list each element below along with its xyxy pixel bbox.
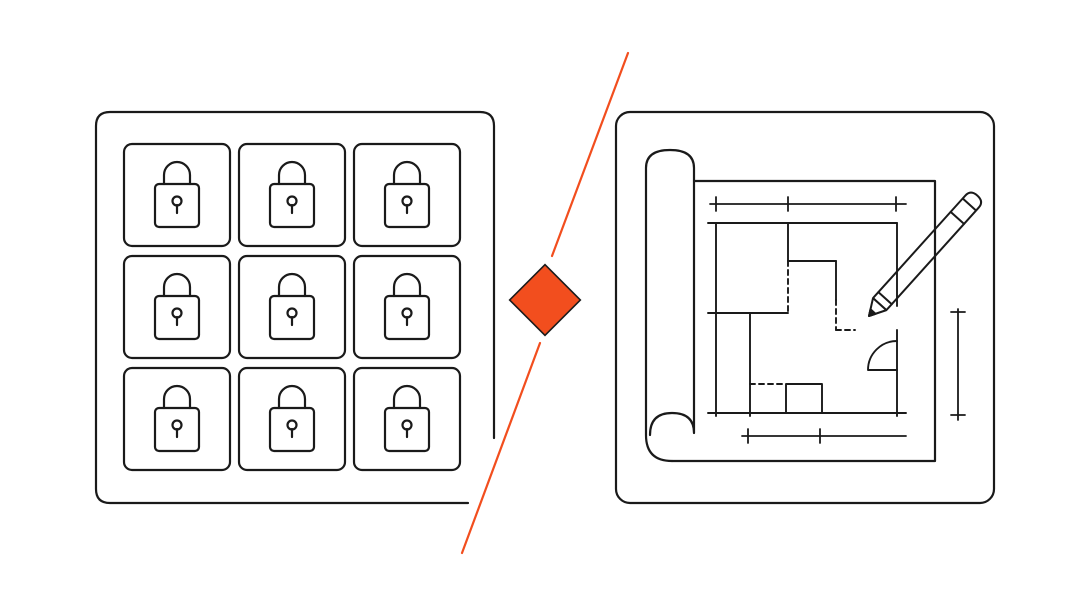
lock-cell <box>352 254 462 360</box>
lock-cell <box>237 366 347 472</box>
lock-cell-frame <box>352 254 462 360</box>
lock-cell <box>122 366 232 472</box>
lock-cell <box>122 142 232 248</box>
lock-cell-frame <box>122 142 232 248</box>
padlock-icon <box>153 160 201 229</box>
padlock-icon <box>153 272 201 341</box>
padlock-icon <box>268 272 316 341</box>
lock-cell <box>122 254 232 360</box>
padlock-icon <box>268 384 316 453</box>
padlock-icon <box>383 384 431 453</box>
divider-line-top <box>550 51 630 258</box>
pencil-icon <box>868 191 983 317</box>
lock-cell <box>237 254 347 360</box>
lock-cell-frame <box>237 366 347 472</box>
divider <box>460 51 630 555</box>
divider-line-bottom <box>460 341 542 555</box>
lock-cell <box>352 366 462 472</box>
blueprint-icon <box>644 148 983 463</box>
lock-grid <box>122 142 462 472</box>
lock-cell-frame <box>122 366 232 472</box>
padlock-icon <box>383 272 431 341</box>
left-panel-frame <box>94 110 496 505</box>
padlock-icon <box>383 160 431 229</box>
blueprint-sheet <box>670 179 937 463</box>
padlock-icon <box>153 384 201 453</box>
lock-cell-frame <box>122 254 232 360</box>
lock-cell-frame <box>237 254 347 360</box>
lock-cell-frame <box>352 142 462 248</box>
left-panel <box>94 110 496 505</box>
blueprint-roll <box>644 148 696 463</box>
lock-cell <box>352 142 462 248</box>
diamond-icon <box>508 263 582 337</box>
floor-plan <box>707 222 907 417</box>
dimension-lines <box>709 196 966 444</box>
padlock-icon <box>268 160 316 229</box>
lock-cell-frame <box>237 142 347 248</box>
lock-cell <box>237 142 347 248</box>
lock-cell-frame <box>352 366 462 472</box>
right-panel <box>614 110 996 505</box>
right-panel-frame <box>614 110 996 505</box>
door-swing-icon <box>867 340 898 371</box>
